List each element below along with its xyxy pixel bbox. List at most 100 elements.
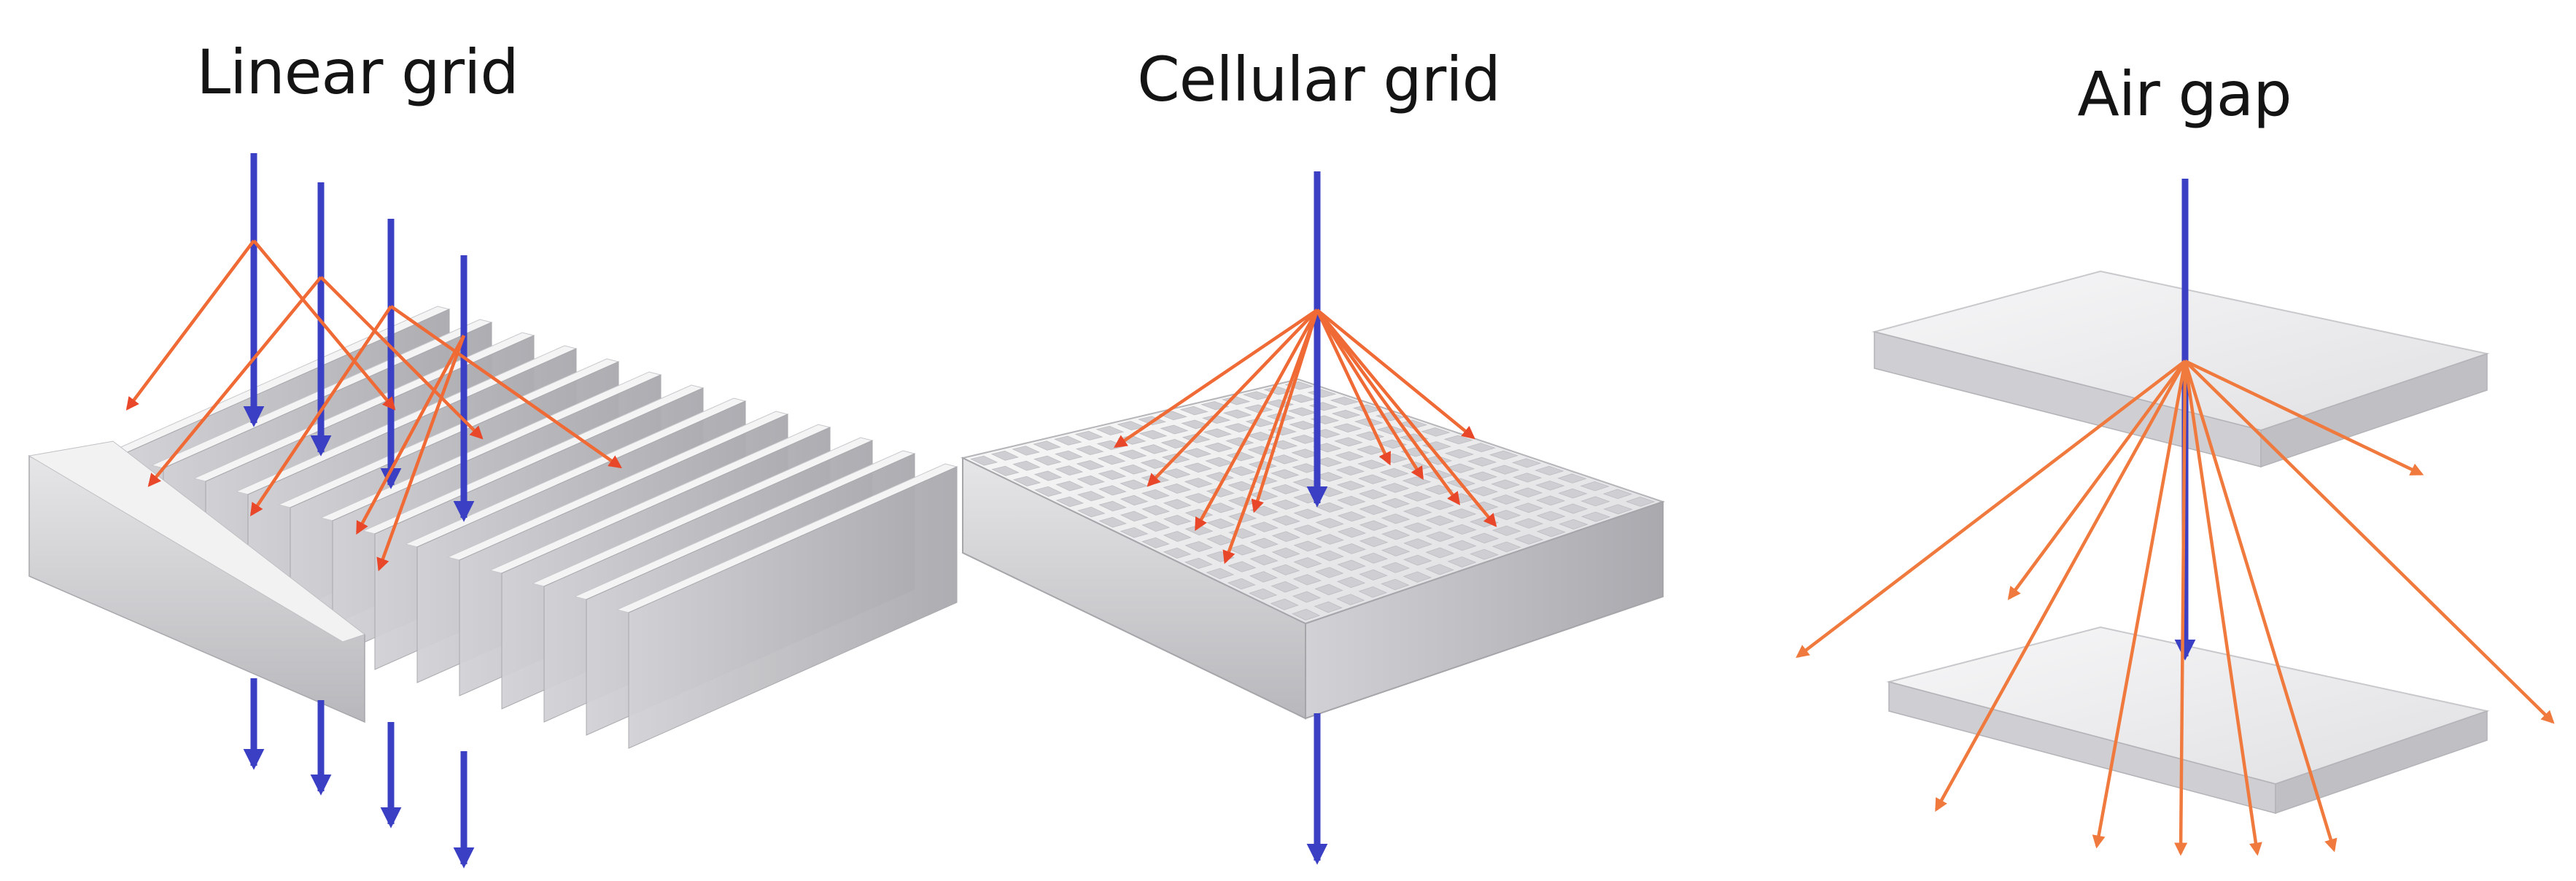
grid-cell: [1227, 561, 1257, 573]
grid-cell: [1179, 405, 1209, 416]
grid-cell: [1184, 540, 1214, 552]
scattered-ray-arrow: [1316, 308, 1475, 440]
grid-cell: [1359, 505, 1389, 516]
grid-cell: [1034, 486, 1063, 497]
grid-cell: [1244, 404, 1273, 414]
grid-cell: [1315, 518, 1345, 529]
grid-cell: [1381, 529, 1411, 540]
grid-cell: [1095, 426, 1125, 435]
grid-cell: [1163, 515, 1192, 526]
grid-cell: [1163, 547, 1192, 559]
grid-cell: [1558, 488, 1588, 499]
grid-cell: [1381, 578, 1410, 591]
grid-cell: [1206, 472, 1235, 482]
grid-cell: [1330, 396, 1359, 405]
grid-cell: [1559, 519, 1588, 529]
grid-cell: [1315, 567, 1344, 578]
grid-cell: [1293, 508, 1322, 519]
scattered-ray-arrow: [1147, 308, 1319, 487]
grid-cell: [1225, 437, 1254, 447]
grid-cell: [1098, 516, 1127, 528]
grid-cell: [1535, 465, 1564, 476]
grid-cell: [1467, 457, 1497, 467]
grid-cell: [1227, 544, 1257, 556]
scattered-ray-arrow: [1935, 360, 2187, 812]
air-gap-diagram: [1796, 179, 2555, 856]
grid-cell: [1335, 465, 1365, 476]
scattered-ray-arrow: [2184, 360, 2555, 724]
grid-cell: [1332, 423, 1362, 432]
scattered-ray-arrow: [125, 239, 255, 411]
grid-cell: [1222, 409, 1252, 419]
grid-cell: [1403, 506, 1432, 517]
grid-cell: [1184, 478, 1213, 488]
grid-cell: [1535, 480, 1565, 491]
grid-cell: [1513, 487, 1543, 498]
grid-cell: [1469, 486, 1499, 497]
grid-cell: [1119, 464, 1148, 475]
grid-cell: [1293, 524, 1322, 535]
grid-cell: [1163, 531, 1192, 542]
scattered-ray-arrow: [1251, 309, 1319, 513]
grid-cell: [1446, 463, 1475, 473]
grid-cell: [1271, 515, 1300, 526]
scattered-ray-arrow: [376, 335, 466, 572]
scattered-ray-arrow: [2092, 360, 2187, 849]
grid-cell: [1141, 521, 1171, 532]
scattered-ray-arrow: [389, 305, 622, 469]
grid-cell: [1535, 495, 1566, 506]
grid-cell: [1076, 475, 1106, 486]
cellular-grid-right-face: [1305, 500, 1664, 720]
grid-cell: [1314, 601, 1343, 613]
upper-slab-right-face: [2260, 352, 2488, 468]
grid-cell: [991, 465, 1020, 476]
air-gap-title: Air gap: [2077, 58, 2292, 130]
grid-cell: [1227, 481, 1257, 492]
grid-cell: [1033, 455, 1062, 466]
grid-cell: [1183, 462, 1213, 473]
grid-cell: [1421, 427, 1451, 437]
grid-cell: [1292, 478, 1322, 489]
grid-cell: [1206, 502, 1235, 513]
grid-cell: [1314, 457, 1343, 467]
grid-cell: [1603, 504, 1633, 515]
grid-cell: [1337, 559, 1366, 571]
grid-cell: [1443, 435, 1473, 445]
grid-cell: [1077, 506, 1106, 518]
grid-cell: [1292, 591, 1322, 603]
grid-cell: [1380, 483, 1410, 493]
grid-cell: [1098, 485, 1127, 496]
grid-cell: [1270, 598, 1299, 610]
grid-cell: [1098, 500, 1127, 512]
scattered-ray-arrow: [2183, 360, 2262, 856]
grid-cell: [1202, 414, 1231, 424]
grid-cell: [1513, 502, 1543, 513]
grid-cell: [1491, 541, 1521, 553]
scattered-ray-arrow: [1114, 308, 1319, 449]
grid-cell: [1249, 521, 1279, 532]
grid-cell: [1120, 494, 1149, 506]
grid-cell: [1184, 557, 1213, 569]
grid-cell: [1491, 510, 1521, 521]
grid-cell: [1120, 527, 1149, 538]
grid-cell: [1249, 554, 1279, 566]
grid-cell: [1315, 550, 1344, 562]
scattered-ray-arrow: [147, 276, 322, 487]
grid-cell: [1270, 469, 1300, 479]
grid-cell: [1337, 511, 1367, 522]
grid-cell: [1580, 511, 1611, 522]
grid-cell: [1625, 497, 1656, 507]
grid-cell: [1139, 444, 1168, 454]
grid-cell: [1359, 569, 1388, 581]
grid-cell: [1359, 552, 1389, 564]
grid-cell: [1336, 594, 1365, 605]
grid-cell: [1160, 424, 1189, 435]
grid-cell: [1055, 450, 1083, 461]
grid-cell: [1120, 511, 1149, 522]
grid-cell: [1271, 547, 1300, 559]
grid-cell: [1536, 527, 1566, 537]
grid-cell: [1557, 473, 1587, 484]
grid-cell: [1098, 470, 1127, 481]
cellular-grid-diagram: [961, 171, 1666, 865]
